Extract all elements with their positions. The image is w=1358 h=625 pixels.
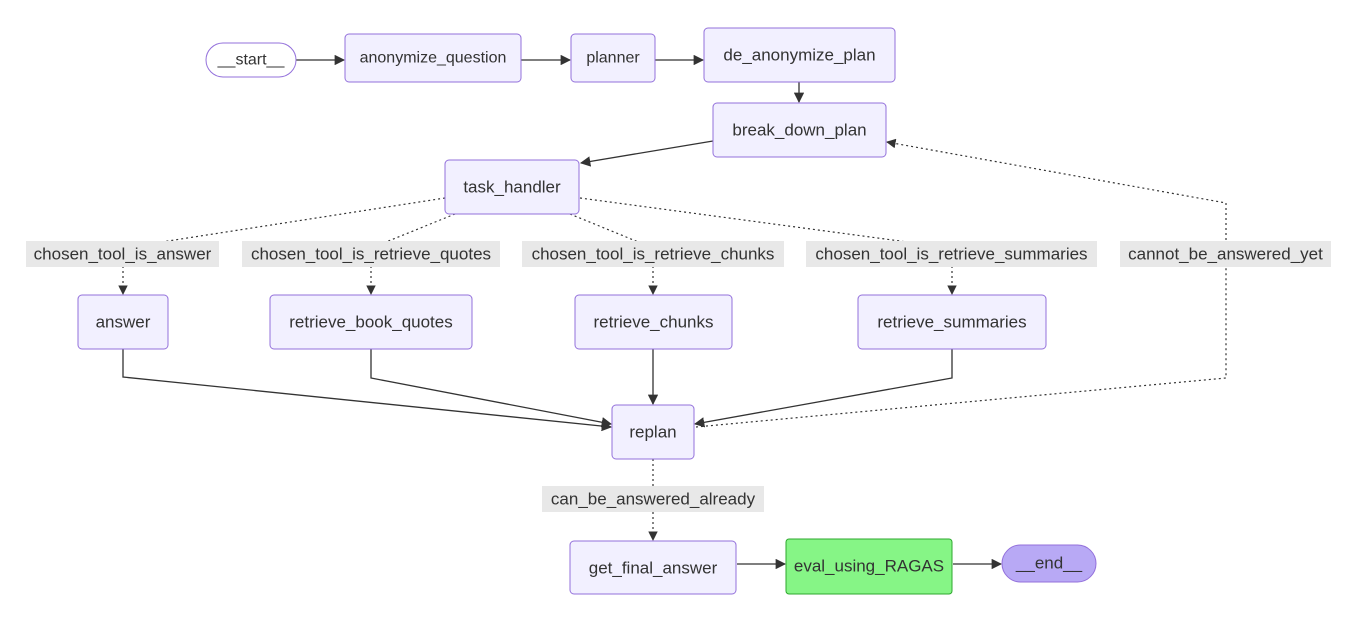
node-label: __start__ xyxy=(217,52,286,69)
node-label: retrieve_summaries xyxy=(877,313,1026,332)
edges xyxy=(118,54,1227,570)
node-label: get_final_answer xyxy=(589,559,718,578)
edge-label-chosen-tool-is-answer: chosen_tool_is_answer xyxy=(26,241,219,267)
node-retrieve-summaries[interactable]: retrieve_summaries xyxy=(857,294,1047,350)
node-label: anonymize_question xyxy=(360,50,507,67)
edge-retrieve-book-quotes-to-replan xyxy=(370,349,613,428)
edge-label-chosen-tool-is-retrieve-chunks: chosen_tool_is_retrieve_chunks xyxy=(522,241,784,267)
node-start[interactable]: __start__ xyxy=(205,42,297,78)
node-break-down-plan[interactable]: break_down_plan xyxy=(712,102,887,158)
node-end[interactable]: __end__ xyxy=(1001,544,1097,583)
node-replan[interactable]: replan xyxy=(611,404,695,460)
node-task-handler[interactable]: task_handler xyxy=(444,159,580,215)
edge-label-can-be-answered-already: can_be_answered_already xyxy=(542,486,764,512)
edge-label-cannot-be-answered-yet: cannot_be_answered_yet xyxy=(1120,241,1331,267)
edge-break-down-plan-to-task-handler xyxy=(579,140,714,167)
node-answer[interactable]: answer xyxy=(77,294,169,350)
node-label: task_handler xyxy=(463,178,561,197)
edge-answer-to-replan xyxy=(122,349,613,432)
node-label: answer xyxy=(96,313,151,332)
edge-label-text: can_be_answered_already xyxy=(551,490,756,509)
node-retrieve-chunks[interactable]: retrieve_chunks xyxy=(574,294,733,350)
edge-label-text: chosen_tool_is_retrieve_chunks xyxy=(532,245,775,264)
edge-label-chosen-tool-is-retrieve-quotes: chosen_tool_is_retrieve_quotes xyxy=(242,241,500,267)
node-label: planner xyxy=(586,50,640,67)
node-label: retrieve_chunks xyxy=(593,313,713,332)
node-de-anonymize-plan[interactable]: de_anonymize_plan xyxy=(703,27,896,83)
node-label: replan xyxy=(629,423,676,442)
edge-label-text: cannot_be_answered_yet xyxy=(1128,245,1323,264)
edge-label-text: chosen_tool_is_retrieve_summaries xyxy=(815,245,1087,264)
node-label: break_down_plan xyxy=(732,121,866,140)
node-label: eval_using_RAGAS xyxy=(794,557,944,576)
node-label: retrieve_book_quotes xyxy=(289,313,453,332)
edge-task-handler-to-answer xyxy=(122,197,446,249)
node-anonymize-question[interactable]: anonymize_question xyxy=(344,33,522,83)
edge-labels: chosen_tool_is_answer chosen_tool_is_ret… xyxy=(26,241,1331,512)
edge-label-chosen-tool-is-retrieve-summaries: chosen_tool_is_retrieve_summaries xyxy=(806,241,1097,267)
edge-replan-to-cannot-be-answered-yet xyxy=(695,268,1227,428)
nodes: __start__ anonymize_question planner de_… xyxy=(77,27,1097,595)
node-eval-using-ragas[interactable]: eval_using_RAGAS xyxy=(785,538,953,595)
edge-cannot-be-answered-yet-to-break-down-plan xyxy=(886,138,1227,240)
edge-retrieve-summaries-to-replan xyxy=(693,349,953,428)
edge-label-text: chosen_tool_is_retrieve_quotes xyxy=(251,245,491,264)
node-label: de_anonymize_plan xyxy=(723,46,875,65)
node-label: __end__ xyxy=(1015,554,1083,573)
node-planner[interactable]: planner xyxy=(570,33,656,83)
node-retrieve-book-quotes[interactable]: retrieve_book_quotes xyxy=(269,294,473,350)
edge-label-text: chosen_tool_is_answer xyxy=(34,245,212,264)
node-get-final-answer[interactable]: get_final_answer xyxy=(569,540,737,595)
